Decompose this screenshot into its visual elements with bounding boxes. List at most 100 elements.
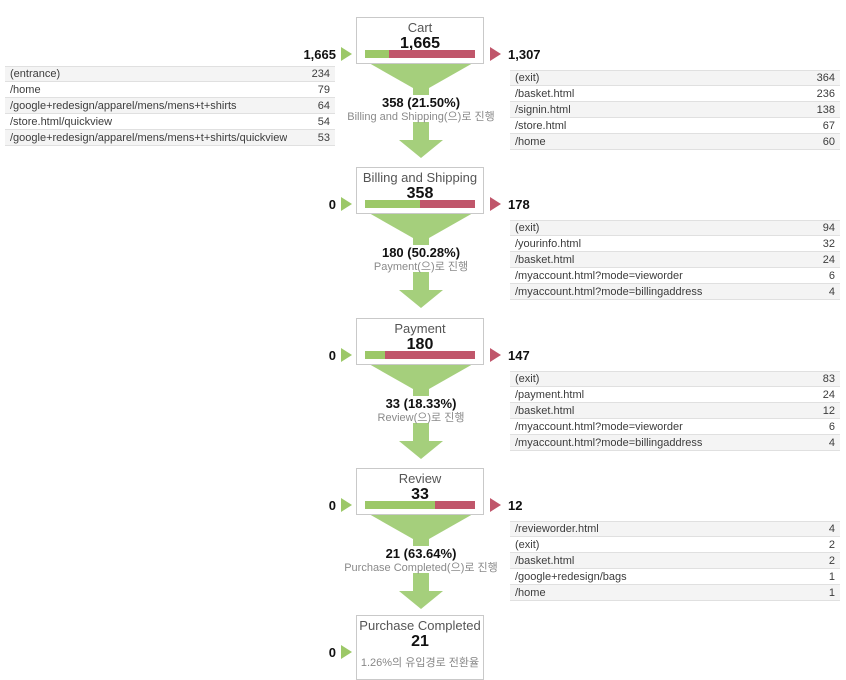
outflow-count: 12 <box>508 498 523 513</box>
page-count: 24 <box>822 253 835 266</box>
page-count: 1 <box>828 570 835 583</box>
page-count: 236 <box>816 87 835 100</box>
payment-outgoing-table: (exit) 83 /payment.html 24 /basket.html … <box>510 371 840 451</box>
inflow-count: 0 <box>328 197 336 212</box>
dropoff-bar <box>365 351 475 359</box>
table-row[interactable]: /myaccount.html?mode=billingaddress 4 <box>510 435 840 451</box>
page-count: 1 <box>828 586 835 599</box>
page-count: 234 <box>311 68 330 80</box>
down-arrow-icon <box>399 573 443 609</box>
cart-incoming-table: (entrance) 234 /home 79 /google+redesign… <box>5 66 335 146</box>
continue-bar <box>365 501 435 509</box>
node-title: Review <box>398 471 442 486</box>
table-row[interactable]: /myaccount.html?mode=vieworder 6 <box>510 419 840 435</box>
table-row[interactable]: /store.html 67 <box>510 118 840 134</box>
inflow-count: 0 <box>328 645 336 660</box>
funnel-conversion-rate: 1.26%의 유입경로 전환율 <box>360 657 480 669</box>
table-row[interactable]: (exit) 94 <box>510 220 840 236</box>
transition-label: 33 (18.33%) Review(으)로 진행 <box>296 396 546 425</box>
inflow-count: 0 <box>328 348 336 363</box>
table-row[interactable]: (exit) 2 <box>510 537 840 553</box>
page-count: 6 <box>828 269 835 282</box>
page-count: 12 <box>822 404 835 417</box>
page-path: (exit) <box>515 72 540 84</box>
node-title: Cart <box>407 20 433 35</box>
table-row[interactable]: /store.html/quickview 54 <box>5 114 335 130</box>
transition-count: 21 (63.64%) <box>385 546 457 561</box>
transition-label: 358 (21.50%) Billing and Shipping(으)로 진행 <box>296 95 546 124</box>
transition-label: 21 (63.64%) Purchase Completed(으)로 진행 <box>296 546 546 575</box>
page-path: /store.html/quickview <box>10 115 113 128</box>
page-path: (exit) <box>515 373 540 385</box>
table-row[interactable]: /basket.html 24 <box>510 252 840 268</box>
funnel-stem <box>413 88 429 95</box>
node-value: 33 <box>411 486 429 503</box>
page-count: 138 <box>816 103 835 116</box>
page-path: /google+redesign/apparel/mens/mens+t+shi… <box>10 131 288 144</box>
funnel-stem <box>413 539 429 546</box>
table-row[interactable]: /signin.html 138 <box>510 102 840 118</box>
funnel-node-cart[interactable]: Cart 1,665 <box>356 17 484 64</box>
inflow-count: 1,665 <box>303 47 336 62</box>
page-path: /home <box>10 83 41 96</box>
funnel-node-review[interactable]: Review 33 <box>356 468 484 515</box>
page-path: /revieworder.html <box>515 523 599 535</box>
table-row[interactable]: (exit) 83 <box>510 371 840 387</box>
review-outgoing-table: /revieworder.html 4 (exit) 2 /basket.htm… <box>510 521 840 601</box>
inflow-arrow-icon <box>341 645 352 659</box>
page-count: 2 <box>828 554 835 567</box>
outflow-arrow-icon <box>490 47 501 61</box>
node-title: Purchase Completed <box>359 618 481 633</box>
funnel-trapezoid <box>369 213 473 238</box>
table-row[interactable]: /yourinfo.html 32 <box>510 236 840 252</box>
inflow-count: 0 <box>328 498 336 513</box>
table-row[interactable]: /google+redesign/bags 1 <box>510 569 840 585</box>
table-row[interactable]: (entrance) 234 <box>5 66 335 82</box>
cart-outgoing-table: (exit) 364 /basket.html 236 /signin.html… <box>510 70 840 150</box>
outflow-arrow-icon <box>490 498 501 512</box>
table-row[interactable]: /google+redesign/apparel/mens/mens+t+shi… <box>5 130 335 146</box>
table-row[interactable]: /myaccount.html?mode=vieworder 6 <box>510 268 840 284</box>
transition-destination: Billing and Shipping(으)로 진행 <box>347 111 495 123</box>
table-row[interactable]: /basket.html 12 <box>510 403 840 419</box>
page-count: 2 <box>828 538 835 551</box>
inflow-arrow-icon <box>341 197 352 211</box>
table-row[interactable]: /home 1 <box>510 585 840 601</box>
funnel-node-billing-and-shipping[interactable]: Billing and Shipping 358 <box>356 167 484 214</box>
dropoff-bar <box>365 50 475 58</box>
table-row[interactable]: (exit) 364 <box>510 70 840 86</box>
page-count: 6 <box>828 420 835 433</box>
page-count: 364 <box>816 72 835 84</box>
page-path: (exit) <box>515 222 540 234</box>
table-row[interactable]: /revieworder.html 4 <box>510 521 840 537</box>
page-path: (entrance) <box>10 68 61 80</box>
outflow-arrow-icon <box>490 348 501 362</box>
page-count: 64 <box>317 99 330 112</box>
table-row[interactable]: /basket.html 2 <box>510 553 840 569</box>
page-count: 4 <box>828 523 835 535</box>
outflow-count: 178 <box>508 197 530 212</box>
outflow-count: 1,307 <box>508 47 541 62</box>
table-row[interactable]: /basket.html 236 <box>510 86 840 102</box>
table-row[interactable]: /payment.html 24 <box>510 387 840 403</box>
billing-outgoing-table: (exit) 94 /yourinfo.html 32 /basket.html… <box>510 220 840 300</box>
node-title: Payment <box>394 321 446 336</box>
funnel-node-payment[interactable]: Payment 180 <box>356 318 484 365</box>
page-path: /myaccount.html?mode=billingaddress <box>515 436 703 449</box>
node-value: 180 <box>406 336 434 353</box>
outflow-count: 147 <box>508 348 530 363</box>
page-path: /home <box>515 135 546 148</box>
funnel-node-purchase-completed[interactable]: Purchase Completed 21 1.26%의 유입경로 전환율 <box>356 615 484 680</box>
node-title: Billing and Shipping <box>362 170 478 185</box>
funnel-stem <box>413 389 429 396</box>
down-arrow-icon <box>399 423 443 459</box>
table-row[interactable]: /myaccount.html?mode=billingaddress 4 <box>510 284 840 300</box>
table-row[interactable]: /home 79 <box>5 82 335 98</box>
table-row[interactable]: /home 60 <box>510 134 840 150</box>
table-row[interactable]: /google+redesign/apparel/mens/mens+t+shi… <box>5 98 335 114</box>
page-count: 60 <box>822 135 835 148</box>
down-arrow-icon <box>399 272 443 308</box>
node-value: 1,665 <box>399 35 441 52</box>
outflow-arrow-icon <box>490 197 501 211</box>
